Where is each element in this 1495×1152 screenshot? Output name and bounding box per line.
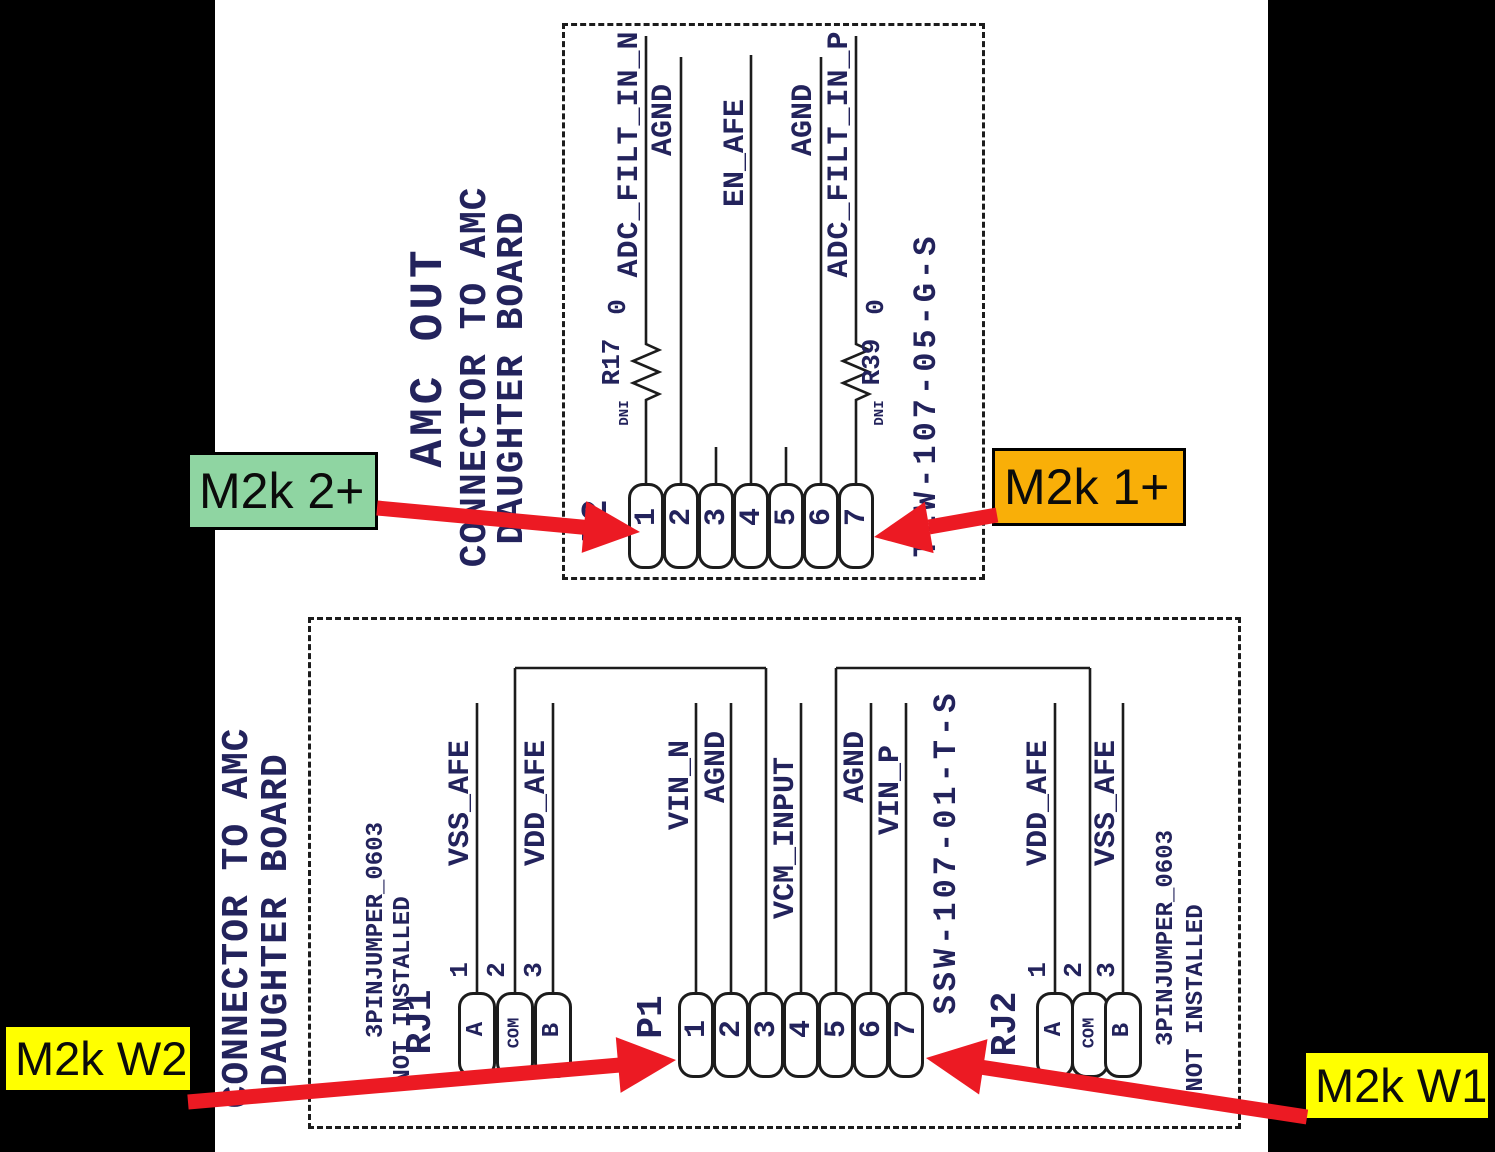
rj1-pin-2-number: 2 — [482, 962, 512, 978]
resistor-r39-dni-note: DNI — [872, 400, 888, 426]
p1-pin-6 — [853, 992, 889, 1078]
p1-pin-3-number: 3 — [750, 1019, 784, 1039]
p2-pin-4 — [733, 483, 769, 569]
rj2-pin-a-name: A — [1041, 1021, 1068, 1037]
amc-out-title: AMC OUT — [403, 246, 455, 468]
resistor-r17-ref: R17 — [597, 338, 627, 386]
p1-pin-6-number: 6 — [855, 1019, 889, 1039]
net-label-adc-filt-in-p: ADC_FILT_IN_P — [823, 30, 857, 278]
amc-in-subtitle-2: DAUGHTER BOARD — [255, 753, 298, 1087]
p2-pin-2-number: 2 — [665, 507, 699, 527]
amc-in-subtitle-1: CONNECTOR TO AMC — [216, 727, 259, 1109]
net-label-vdd-afe-rj1: VDD_AFE — [520, 739, 554, 867]
p2-pin-4-number: 4 — [735, 507, 769, 527]
net-label-adc-filt-in-n: ADC_FILT_IN_N — [613, 30, 647, 278]
rj2-pin-3-number: 3 — [1092, 962, 1122, 978]
p1-pin-3 — [748, 992, 784, 1078]
amc-out-sheet-border — [562, 23, 985, 580]
amc-in-sheet-border — [308, 617, 1241, 1129]
resistor-r39-ref: R39 — [857, 338, 887, 386]
p2-pin-1-number: 1 — [630, 507, 664, 527]
p1-pin-5 — [818, 992, 854, 1078]
p2-pin-3 — [698, 483, 734, 569]
rj1-designator: RJ1 — [400, 989, 441, 1055]
callout-m2k-w2: M2k W2 — [3, 1024, 193, 1093]
net-label-en-afe: EN_AFE — [719, 98, 753, 208]
rj1-pin-a-name: A — [463, 1021, 490, 1037]
p1-pin-5-number: 5 — [820, 1019, 854, 1039]
resistor-r17-value: 0 — [603, 299, 633, 315]
rj2-pin-com-name: COM — [1080, 1017, 1100, 1049]
p2-pin-6 — [803, 483, 839, 569]
p2-pin-2 — [663, 483, 699, 569]
amc-out-subtitle-2: DAUGHTER BOARD — [491, 211, 534, 545]
net-label-agnd-p1-pin6: AGND — [839, 730, 873, 804]
p2-pin-5 — [768, 483, 804, 569]
p2-pin-6-number: 6 — [805, 507, 839, 527]
rj2-designator: RJ2 — [985, 991, 1026, 1057]
p1-pin-4 — [783, 992, 819, 1078]
resistor-r17-dni-note: DNI — [617, 400, 633, 426]
p2-part-number: TLW-107-05-G-S — [908, 232, 945, 558]
rj2-not-installed-note: NOT INSTALLED — [1183, 904, 1210, 1092]
p1-pin-1-number: 1 — [680, 1019, 714, 1039]
p2-pin-5-number: 5 — [770, 507, 804, 527]
resistor-r39-value: 0 — [861, 299, 891, 315]
p1-pin-2 — [713, 992, 749, 1078]
net-label-agnd-p2-pin6: AGND — [787, 83, 821, 157]
p1-pin-2-number: 2 — [715, 1019, 749, 1039]
p1-pin-7-number: 7 — [890, 1019, 924, 1039]
net-label-vdd-afe-rj2: VDD_AFE — [1022, 739, 1056, 867]
rj2-pin-1-number: 1 — [1023, 962, 1053, 978]
rj2-pin-b-name: B — [1109, 1022, 1136, 1038]
net-label-vin-n: VIN_N — [664, 739, 698, 831]
p1-pin-4-number: 4 — [785, 1019, 819, 1039]
p2-designator: P2 — [576, 499, 617, 543]
p2-pin-7 — [838, 483, 874, 569]
amc-out-subtitle-1: CONNECTOR TO AMC — [454, 186, 497, 568]
p1-pin-7 — [888, 992, 924, 1078]
p2-pin-3-number: 3 — [700, 507, 734, 527]
rj2-pin-2-number: 2 — [1059, 962, 1089, 978]
net-label-vin-p: VIN_P — [874, 744, 908, 836]
net-label-vcm-input: VCM_INPUT — [769, 756, 803, 920]
p2-pin-7-number: 7 — [840, 507, 874, 527]
net-label-vss-afe-rj2: VSS_AFE — [1090, 739, 1124, 867]
p1-part-number: SSW-107-01-T-S — [928, 689, 965, 1015]
rj1-pin-com-name: COM — [505, 1017, 525, 1049]
net-label-agnd-p1-pin2: AGND — [700, 730, 734, 804]
rj1-pin-1-number: 1 — [445, 962, 475, 978]
rj2-part: 3PINJUMPER_0603 — [1153, 829, 1180, 1047]
callout-m2k-1plus: M2k 1+ — [992, 448, 1186, 526]
p1-designator: P1 — [631, 995, 672, 1039]
callout-m2k-w1: M2k W1 — [1303, 1050, 1491, 1121]
rj1-pin-b-name: B — [539, 1022, 566, 1038]
net-label-vss-afe-rj1: VSS_AFE — [444, 739, 478, 867]
p1-pin-1 — [678, 992, 714, 1078]
rj1-pin-3-number: 3 — [519, 962, 549, 978]
rj1-part: 3PINJUMPER_0603 — [363, 821, 390, 1039]
callout-m2k-2plus: M2k 2+ — [187, 452, 378, 530]
net-label-agnd-p2-pin2: AGND — [647, 83, 681, 157]
